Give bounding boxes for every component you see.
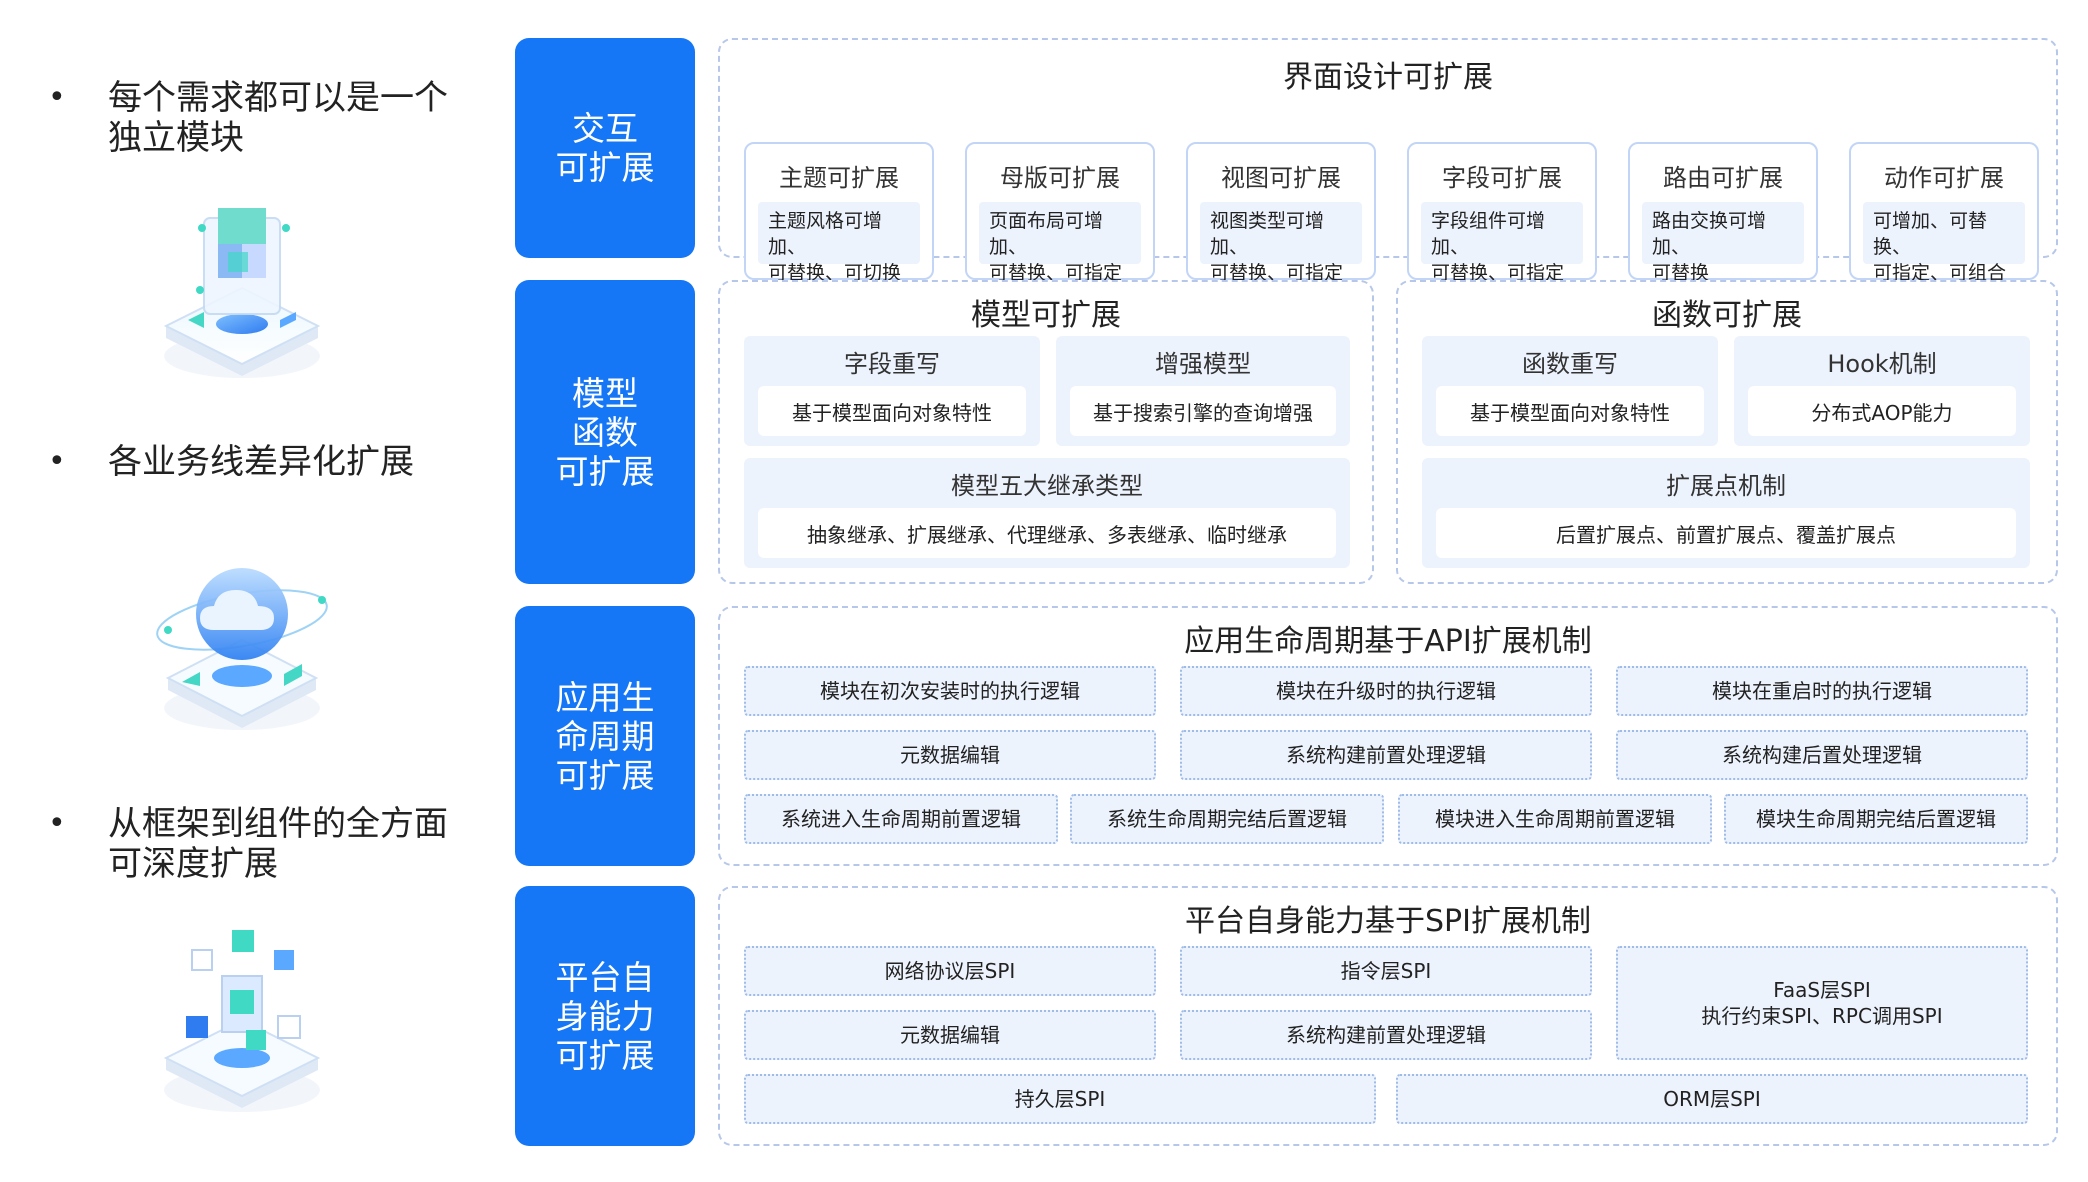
- block-body: 基于模型面向对象特性: [758, 386, 1026, 436]
- block-body: 分布式AOP能力: [1748, 386, 2016, 436]
- card-title: 视图可扩展: [1221, 164, 1341, 192]
- block-body: 基于搜索引擎的查询增强: [1070, 386, 1336, 436]
- spi-metadata-cell: 元数据编辑: [744, 1010, 1156, 1060]
- tab-lifecycle-label: 应用生 命周期 可扩展: [555, 677, 655, 795]
- lifecycle-cell: 系统构建前置处理逻辑: [1180, 730, 1592, 780]
- card-body: 路由交换可增加、 可替换: [1642, 202, 1804, 284]
- card-field: 字段可扩展 字段组件可增加、 可替换、可指定: [1407, 142, 1597, 284]
- tab-lifecycle: 应用生 命周期 可扩展: [515, 606, 695, 866]
- tab-model-function: 模型 函数 可扩展: [515, 280, 695, 584]
- block-extension-point: 扩展点机制 后置扩展点、前置扩展点、覆盖扩展点: [1422, 458, 2030, 568]
- card-router: 路由可扩展 路由交换可增加、 可替换: [1628, 142, 1818, 284]
- lifecycle-cell: 模块在重启时的执行逻辑: [1616, 666, 2028, 716]
- card-title: 母版可扩展: [1000, 164, 1120, 192]
- block-body: 抽象继承、扩展继承、代理继承、多表继承、临时继承: [758, 508, 1336, 558]
- ui-panel: 界面设计可扩展 主题可扩展 主题风格可增加、 可替换、可切换 母版可扩展 页面布…: [718, 38, 2058, 284]
- modular-blocks-icon: [163, 930, 321, 1112]
- lifecycle-panel-title: 应用生命周期基于API扩展机制: [1184, 624, 1592, 659]
- card-body: 视图类型可增加、 可替换、可指定: [1200, 202, 1362, 284]
- block-title: 模型五大继承类型: [951, 472, 1143, 500]
- block-inheritance: 模型五大继承类型 抽象继承、扩展继承、代理继承、多表继承、临时继承: [744, 458, 1350, 568]
- block-body: 基于模型面向对象特性: [1436, 386, 1704, 436]
- tab-interaction-label: 交互 可扩展: [555, 109, 655, 187]
- tab-platform-label: 平台自 身能力 可扩展: [555, 957, 655, 1075]
- bullet-text: 从框架到组件的全方面可深度扩展: [108, 804, 448, 884]
- ui-panel-title: 界面设计可扩展: [1283, 60, 1493, 95]
- card-body: 可增加、可替换、 可指定、可组合: [1863, 202, 2025, 284]
- card-body: 主题风格可增加、 可替换、可切换: [758, 202, 920, 284]
- block-title: Hook机制: [1827, 350, 1937, 378]
- function-panel: 函数可扩展 函数重写 基于模型面向对象特性 Hook机制 分布式AOP能力 扩展…: [1396, 280, 2058, 584]
- lifecycle-cell: 系统构建后置处理逻辑: [1616, 730, 2028, 780]
- spi-build-pre-cell: 系统构建前置处理逻辑: [1180, 1010, 1592, 1060]
- spi-orm-cell: ORM层SPI: [1396, 1074, 2028, 1124]
- card-body: 字段组件可增加、 可替换、可指定: [1421, 202, 1583, 284]
- card-action: 动作可扩展 可增加、可替换、 可指定、可组合: [1849, 142, 2039, 284]
- card-title: 字段可扩展: [1442, 164, 1562, 192]
- lifecycle-cell: 元数据编辑: [744, 730, 1156, 780]
- tab-model-function-label: 模型 函数 可扩展: [555, 373, 655, 491]
- block-title: 字段重写: [844, 350, 940, 378]
- spi-command-cell: 指令层SPI: [1180, 946, 1592, 996]
- model-panel-title: 模型可扩展: [971, 298, 1121, 333]
- bullet-text: 每个需求都可以是一个独立模块: [108, 78, 448, 158]
- bullet-marker: •: [48, 444, 66, 479]
- bullet-marker: •: [48, 80, 66, 115]
- card-theme: 主题可扩展 主题风格可增加、 可替换、可切换: [744, 142, 934, 284]
- bullet-marker: •: [48, 806, 66, 841]
- lifecycle-cell: 模块在升级时的执行逻辑: [1180, 666, 1592, 716]
- block-title: 增强模型: [1155, 350, 1251, 378]
- bullet-text: 各业务线差异化扩展: [108, 442, 414, 482]
- model-panel: 模型可扩展 字段重写 基于模型面向对象特性 增强模型 基于搜索引擎的查询增强 模…: [718, 280, 1374, 584]
- lifecycle-cell: 模块进入生命周期前置逻辑: [1398, 794, 1712, 844]
- bullet-full-extension: • 从框架到组件的全方面可深度扩展: [48, 804, 448, 884]
- block-enhanced-model: 增强模型 基于搜索引擎的查询增强: [1056, 336, 1350, 446]
- lifecycle-cell: 模块在初次安装时的执行逻辑: [744, 666, 1156, 716]
- card-title: 动作可扩展: [1884, 164, 2004, 192]
- card-body: 页面布局可增加、 可替换、可指定: [979, 202, 1141, 284]
- lifecycle-panel: 应用生命周期基于API扩展机制 模块在初次安装时的执行逻辑 模块在升级时的执行逻…: [718, 606, 2058, 866]
- spi-faas-cell: FaaS层SPI 执行约束SPI、RPC调用SPI: [1616, 946, 2028, 1060]
- card-view: 视图可扩展 视图类型可增加、 可替换、可指定: [1186, 142, 1376, 284]
- tab-interaction: 交互 可扩展: [515, 38, 695, 258]
- lifecycle-cell: 系统生命周期完结后置逻辑: [1070, 794, 1384, 844]
- block-field-override: 字段重写 基于模型面向对象特性: [744, 336, 1040, 446]
- spi-network-cell: 网络协议层SPI: [744, 946, 1156, 996]
- bullet-business-lines: • 各业务线差异化扩展: [48, 442, 448, 482]
- cloud-platform-icon: [156, 568, 328, 730]
- spi-persist-cell: 持久层SPI: [744, 1074, 1376, 1124]
- function-panel-title: 函数可扩展: [1652, 298, 1802, 333]
- bullet-modular: • 每个需求都可以是一个独立模块: [48, 78, 448, 158]
- card-title: 路由可扩展: [1663, 164, 1783, 192]
- platform-panel: 平台自身能力基于SPI扩展机制 网络协议层SPI 指令层SPI FaaS层SPI…: [718, 886, 2058, 1146]
- block-title: 函数重写: [1522, 350, 1618, 378]
- block-function-override: 函数重写 基于模型面向对象特性: [1422, 336, 1718, 446]
- lifecycle-cell: 系统进入生命周期前置逻辑: [744, 794, 1058, 844]
- block-hook: Hook机制 分布式AOP能力: [1734, 336, 2030, 446]
- platform-panel-title: 平台自身能力基于SPI扩展机制: [1185, 904, 1591, 939]
- block-title: 扩展点机制: [1666, 472, 1786, 500]
- lifecycle-cell: 模块生命周期完结后置逻辑: [1724, 794, 2028, 844]
- card-title: 主题可扩展: [779, 164, 899, 192]
- tab-platform: 平台自 身能力 可扩展: [515, 886, 695, 1146]
- card-layout: 母版可扩展 页面布局可增加、 可替换、可指定: [965, 142, 1155, 284]
- block-body: 后置扩展点、前置扩展点、覆盖扩展点: [1436, 508, 2016, 558]
- cube-stack-icon: [163, 208, 321, 378]
